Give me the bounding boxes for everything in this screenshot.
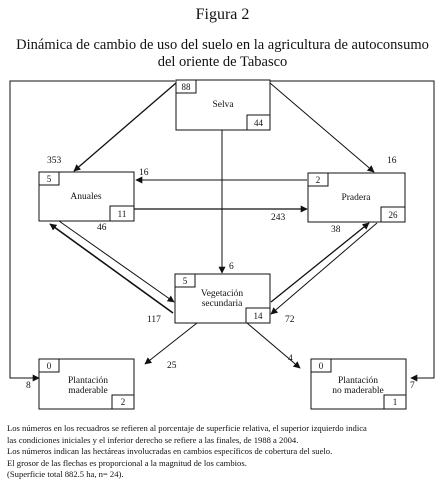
plant-maderable-label-line-2: maderable [68,386,108,396]
arrow-selva-to-anuales [73,82,177,172]
arrow-selva-to-pradera [269,82,375,173]
arrow-vegetacion-to-pradera [270,222,370,303]
arrow-vegetacion-to-plantacion-maderable [144,322,198,365]
arrow-anuales-to-vegetacion [58,220,175,303]
edge-label-anuales-pradera: 243 [271,213,286,223]
diagram-title-line-1: Dinámica de cambio de uso del suelo en l… [16,37,429,53]
arrow-pradera-to-vegetacion [270,222,378,315]
pradera-initial-value: 2 [316,175,321,185]
plant-no-maderable-initial-value: 0 [319,361,324,371]
anuales-label: Anuales [70,192,101,202]
edge-label-vegetacion-plant-no-maderable: 4 [288,354,293,364]
note-line: (Superficie total 882.5 ha, n= 24). [7,469,124,479]
figure-label: Figura 2 [195,6,250,23]
anuales-final-value: 11 [118,209,127,219]
edge-label-vegetacion-anuales: 117 [147,315,161,325]
plant-no-maderable-final-value: 1 [393,397,398,407]
edge-label-anuales-vegetacion: 46 [97,223,107,233]
diagram-title-line-2: del oriente de Tabasco [157,54,288,70]
note-line: El grosor de las flechas es proporcional… [7,457,247,468]
node-selva: 88 44 Selva [175,79,271,131]
pradera-label: Pradera [341,193,371,203]
anuales-initial-value: 5 [47,174,52,184]
edge-label-selva-anuales: 353 [47,156,62,166]
vegetacion-label-line-1: Vegetación [201,289,243,299]
selva-label: Selva [212,100,234,110]
note-line: Los números indican las hectáreas involu… [7,446,333,456]
edge-label-selva-plant-no-maderable: 7 [410,381,415,391]
node-pradera: 2 26 Pradera [307,172,406,223]
edge-label-pradera-anuales: 16 [139,168,149,178]
plant-maderable-final-value: 2 [121,397,126,407]
selva-initial-value: 88 [182,82,192,92]
arrow-selva-to-plantacion-maderable [9,80,175,382]
edge-label-vegetacion-plant-maderable: 25 [167,361,177,371]
edge-label-selva-pradera: 16 [387,156,397,166]
vegetacion-label-line-2: secundaria [202,299,243,309]
edge-label-selva-vegetacion: 6 [229,262,234,272]
arrow-vegetacion-to-plantacion-no-maderable [246,322,301,369]
vegetacion-final-value: 14 [254,311,264,321]
arrow-selva-to-plantacion-no-maderable [270,80,435,382]
node-plantacion-maderable: 0 2 Plantación maderable [38,358,135,410]
pradera-final-value: 26 [389,210,399,220]
edge-label-vegetacion-pradera: 72 [285,315,295,325]
note-line: Los números en los recuadros se refieren… [7,423,367,433]
plant-maderable-label-line-1: Plantación [68,376,108,386]
edge-label-pradera-vegetacion: 38 [331,225,341,235]
plant-maderable-initial-value: 0 [47,361,52,371]
vegetacion-initial-value: 5 [183,276,188,286]
arrow-vegetacion-to-anuales [49,223,174,314]
plant-no-maderable-label-line-1: Plantación [338,376,378,386]
edge-label-selva-plant-maderable: 8 [26,381,31,391]
note-line: las condiciones iniciales y el inferior … [7,434,299,445]
node-vegetacion-secundaria: 5 14 Vegetación secundaria [174,273,271,324]
plant-no-maderable-label-line-2: no maderable [332,386,383,396]
selva-final-value: 44 [254,118,264,128]
node-plantacion-no-maderable: 0 1 Plantación no maderable [310,358,407,410]
node-anuales: 5 11 Anuales [38,171,135,222]
figure-notes: Los números en los recuadros se refieren… [7,423,441,481]
